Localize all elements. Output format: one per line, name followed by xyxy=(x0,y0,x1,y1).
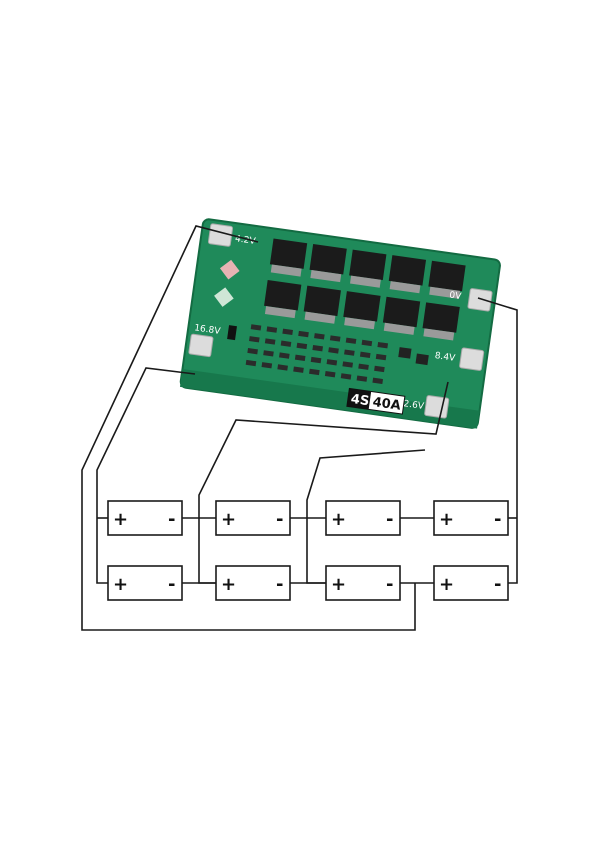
badge-current: 40A xyxy=(372,395,402,414)
mosfet xyxy=(343,291,381,330)
test-pad-diamond xyxy=(214,287,234,307)
pad-8.4v: 8.4V xyxy=(434,347,485,371)
cell-minus: - xyxy=(168,509,175,530)
cell-minus: - xyxy=(276,509,283,530)
cell-plus: + xyxy=(439,509,454,530)
badge-series: 4S xyxy=(350,392,370,409)
smd-components xyxy=(227,324,429,385)
cell-plus: + xyxy=(113,509,128,530)
test-pad-diamond xyxy=(219,259,240,280)
battery-pack: + - + - + - + - + - + - xyxy=(107,500,509,601)
cell-plus: + xyxy=(221,574,236,595)
mosfet xyxy=(349,249,387,288)
mosfet xyxy=(269,238,308,277)
pcb-bottom-strip xyxy=(179,369,480,429)
battery-cell: + - xyxy=(107,500,183,536)
cell-minus: - xyxy=(386,509,393,530)
pad-label: 8.4V xyxy=(434,351,456,364)
mosfet xyxy=(309,244,347,283)
battery-cell: + - xyxy=(433,565,509,601)
battery-cell: + - xyxy=(325,500,401,536)
cell-plus: + xyxy=(331,574,346,595)
mosfet xyxy=(422,302,460,341)
cell-plus: + xyxy=(113,574,128,595)
wire-b-minus xyxy=(81,225,416,631)
cell-minus: - xyxy=(494,509,501,530)
bms-board: 4.2V 0V 8.4V 12.6V 16.8V 4S 40A xyxy=(179,218,501,429)
cell-minus: - xyxy=(386,574,393,595)
cell-minus: - xyxy=(168,574,175,595)
mosfet xyxy=(428,260,466,299)
mosfet xyxy=(264,280,302,319)
pad-label: 0V xyxy=(449,291,463,303)
pad-label: 16.8V xyxy=(194,323,222,337)
cell-minus: - xyxy=(494,574,501,595)
wire-0v xyxy=(477,297,518,584)
cell-plus: + xyxy=(439,574,454,595)
battery-cell: + - xyxy=(215,565,291,601)
battery-cell: + - xyxy=(215,500,291,536)
mosfet xyxy=(382,296,421,335)
mosfet-array xyxy=(264,238,466,341)
rating-badge: 4S 40A xyxy=(346,387,406,415)
cell-plus: + xyxy=(331,509,346,530)
pad-16.8v: 16.8V xyxy=(188,323,222,358)
wiring xyxy=(81,225,518,631)
mosfet xyxy=(388,255,427,294)
wire-16-8v xyxy=(96,367,196,584)
battery-cell: + - xyxy=(325,565,401,601)
cell-minus: - xyxy=(276,574,283,595)
battery-cell: + - xyxy=(107,565,183,601)
mosfet xyxy=(303,285,341,324)
battery-cell: + - xyxy=(433,500,509,536)
cell-plus: + xyxy=(221,509,236,530)
